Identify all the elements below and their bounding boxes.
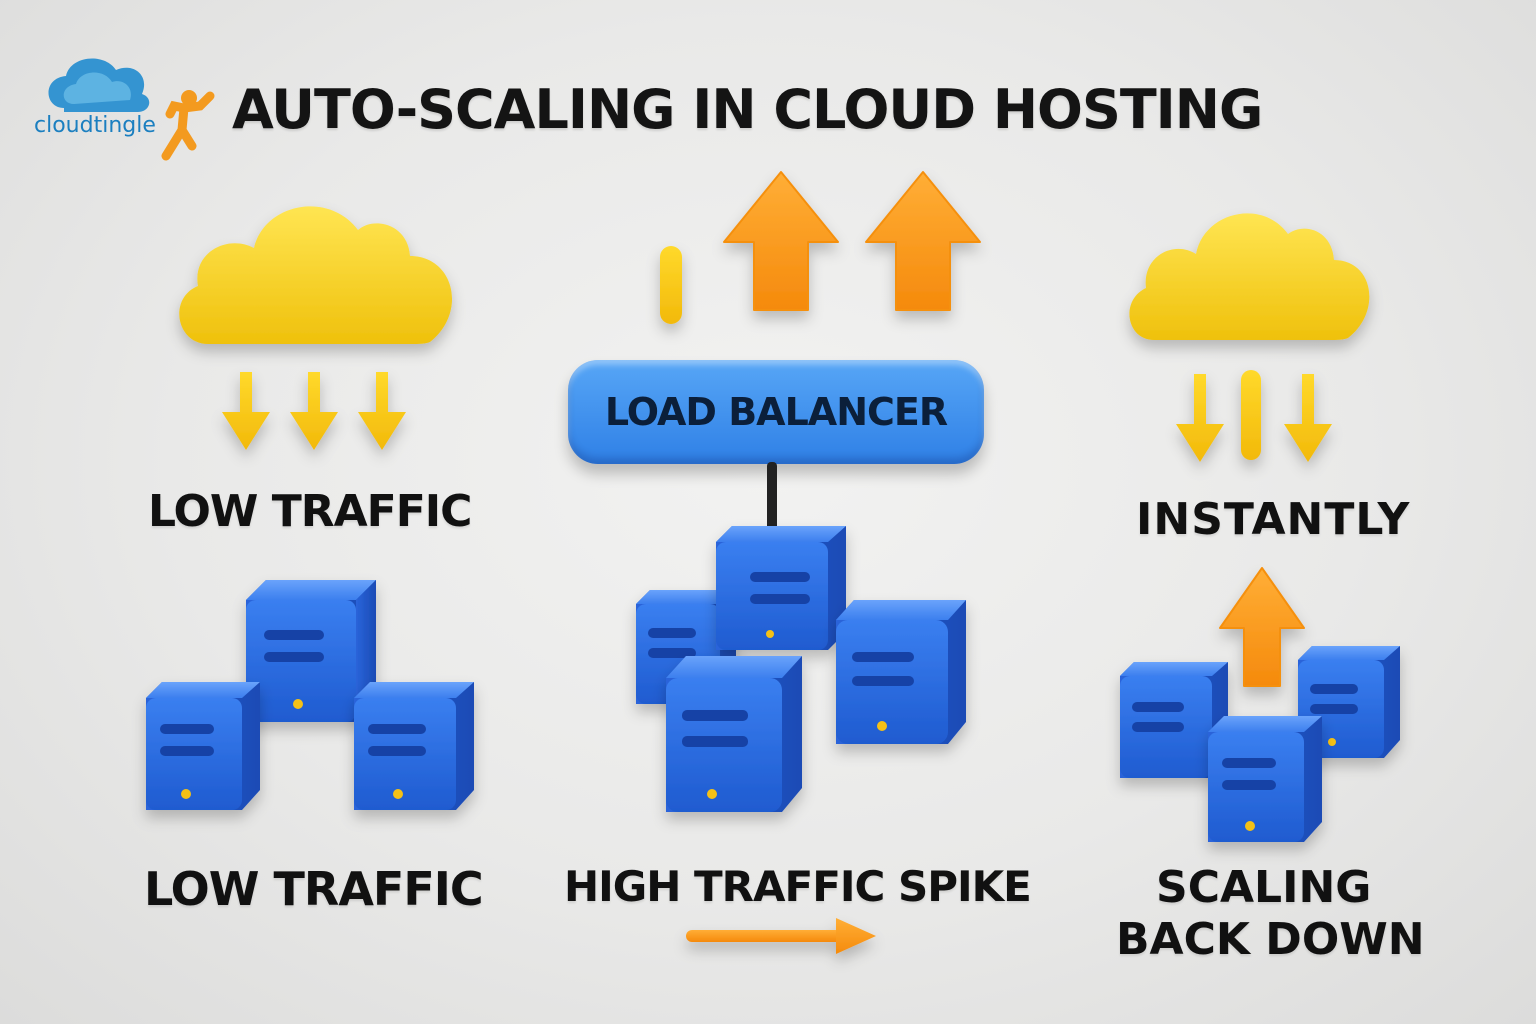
server-icon <box>146 682 260 810</box>
label-back-down: BACK DOWN <box>1116 914 1425 965</box>
logo-text: cloudtingle <box>34 113 156 138</box>
up-arrow-icon <box>1219 567 1305 687</box>
down-arrow-icon <box>1284 374 1332 462</box>
server-icon <box>1208 716 1322 842</box>
server-icon <box>716 526 846 650</box>
server-icon <box>836 600 966 744</box>
traffic-bar-icon <box>660 246 682 324</box>
down-arrow-icon <box>1176 374 1224 462</box>
server-icon <box>354 682 474 810</box>
label-low-traffic-bottom: LOW TRAFFIC <box>144 862 484 916</box>
cloud-icon <box>179 206 453 344</box>
server-icon <box>666 656 802 812</box>
traffic-bar-icon <box>1241 370 1261 460</box>
down-arrow-icon <box>222 372 270 450</box>
down-arrow-icon <box>358 372 406 450</box>
load-balancer: LOAD BALANCER <box>568 360 984 464</box>
label-high-traffic-spike: HIGH TRAFFIC SPIKE <box>564 862 1032 911</box>
cloud-icon <box>1129 213 1370 340</box>
right-arrow-icon <box>686 918 876 954</box>
up-arrow-icon <box>723 171 839 311</box>
up-arrow-icon <box>865 171 981 311</box>
cable-icon <box>767 462 777 532</box>
cloudtingle-logo-icon <box>48 58 215 161</box>
server-icon <box>246 580 376 722</box>
label-low-traffic-top: LOW TRAFFIC <box>148 486 472 537</box>
down-arrow-icon <box>290 372 338 450</box>
label-scaling: SCALING <box>1156 862 1372 913</box>
label-instantly: INSTANTLY <box>1136 494 1411 545</box>
page-title: AUTO-SCALING IN CLOUD HOSTING <box>232 78 1263 141</box>
server-icon <box>1120 662 1228 778</box>
load-balancer-label: LOAD BALANCER <box>604 390 948 434</box>
